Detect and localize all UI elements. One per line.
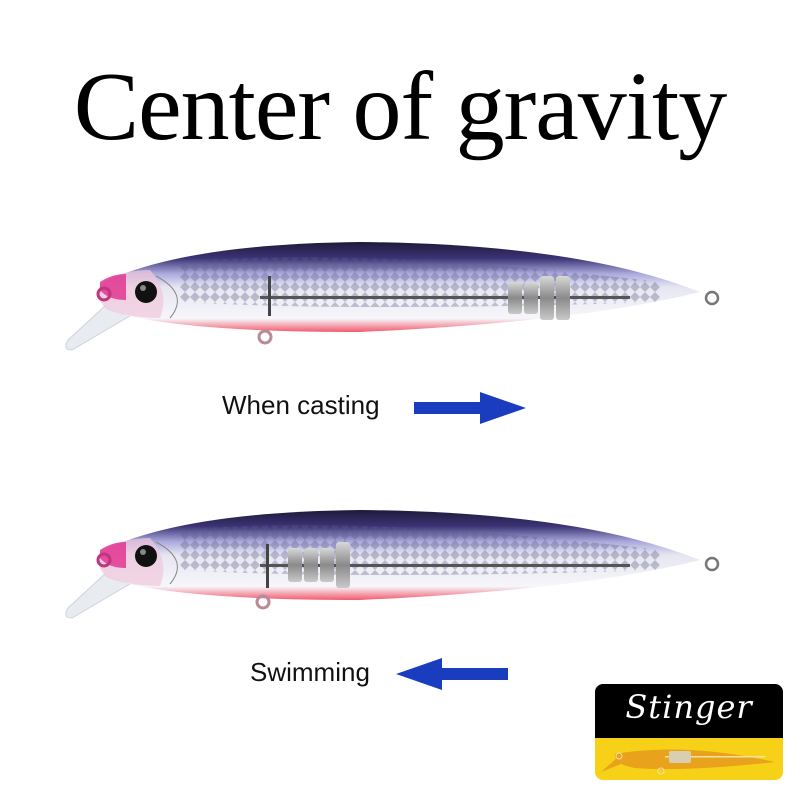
lure-illustration — [65, 510, 720, 619]
weight-stack-tail — [508, 276, 570, 320]
logo-bottom-band — [595, 738, 783, 780]
arrow-left-icon — [396, 658, 508, 690]
caption-swimming: Swimming — [250, 657, 370, 687]
lure-illustration — [65, 242, 720, 351]
page-title: Center of gravity — [73, 53, 727, 161]
caption-when-casting: When casting — [222, 390, 380, 420]
stinger-logo: Stinger — [595, 684, 783, 780]
logo-brand-text: Stinger — [625, 688, 753, 726]
lure-casting-diagram — [60, 232, 740, 372]
weight-stack-head — [288, 542, 350, 588]
arrow-right-icon — [414, 392, 526, 424]
lure-swimming-diagram — [60, 500, 740, 640]
logo-top-band: Stinger — [595, 684, 783, 738]
logo-lure-icon — [601, 749, 775, 775]
